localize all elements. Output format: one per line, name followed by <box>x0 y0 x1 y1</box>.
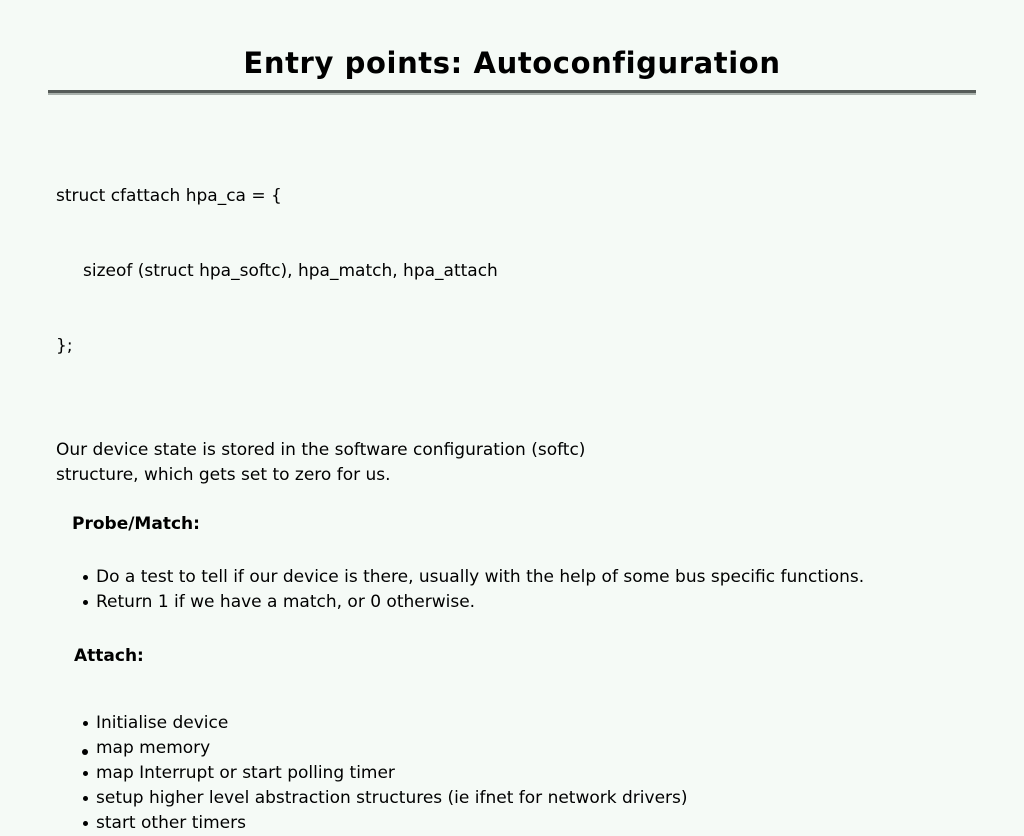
probe-match-bullet-list: Do a test to tell if our device is there… <box>56 565 976 615</box>
list-item: map memory <box>56 736 976 761</box>
list-item-label: setup higher level abstraction structure… <box>96 788 688 808</box>
list-item: Do a test to tell if our device is there… <box>56 565 976 590</box>
spacer <box>56 697 976 711</box>
list-item-label: start other timers <box>96 813 246 833</box>
slide-title-container: Entry points: Autoconfiguration <box>0 46 1024 80</box>
code-line: sizeof (struct hpa_softc), hpa_match, hp… <box>56 261 498 281</box>
bullet-dot-icon <box>83 575 88 580</box>
list-item: Return 1 if we have a match, or 0 otherw… <box>56 590 976 615</box>
bullet-dot-icon <box>83 771 88 776</box>
title-divider-dark <box>48 90 976 93</box>
spacer <box>56 536 976 565</box>
list-item: start other timers <box>56 811 976 836</box>
list-item-label: Initialise device <box>96 713 229 733</box>
bullet-dot-icon <box>82 749 88 755</box>
list-item: Initialise device <box>56 711 976 736</box>
section-heading-probe-match: Probe/Match: <box>72 514 200 534</box>
paragraph-line: Our device state is stored in the softwa… <box>56 440 586 460</box>
slide-canvas: Entry points: Autoconfiguration struct c… <box>0 46 1024 833</box>
bullet-dot-icon <box>83 796 88 801</box>
code-line: struct cfattach hpa_ca = { <box>56 186 282 206</box>
spacer <box>56 488 976 512</box>
list-item-label: map memory <box>96 738 211 758</box>
page-title: Entry points: Autoconfiguration <box>243 46 781 80</box>
bullet-dot-icon <box>83 600 88 605</box>
bullet-dot-icon <box>83 821 88 826</box>
title-divider <box>48 90 976 95</box>
list-item-label: map Interrupt or start polling timer <box>96 763 395 783</box>
paragraph-line: structure, which gets set to zero for us… <box>56 465 391 485</box>
code-block: struct cfattach hpa_ca = { sizeof (struc… <box>56 134 976 409</box>
list-item: map Interrupt or start polling timer <box>56 761 976 786</box>
list-item-label: Return 1 if we have a match, or 0 otherw… <box>96 592 476 612</box>
spacer <box>56 615 976 644</box>
spacer <box>56 668 976 697</box>
list-item: setup higher level abstraction structure… <box>56 786 976 811</box>
title-divider-light <box>48 93 976 95</box>
spacer <box>56 409 976 438</box>
bullet-dot-icon <box>83 721 88 726</box>
attach-bullet-list: Initialise device map memory map Interru… <box>56 711 976 836</box>
intro-paragraph: Our device state is stored in the softwa… <box>56 438 976 488</box>
list-item-label: Do a test to tell if our device is there… <box>96 567 865 587</box>
section-heading-attach: Attach: <box>74 646 144 666</box>
code-line: }; <box>56 336 73 356</box>
slide-body: struct cfattach hpa_ca = { sizeof (struc… <box>56 134 976 836</box>
